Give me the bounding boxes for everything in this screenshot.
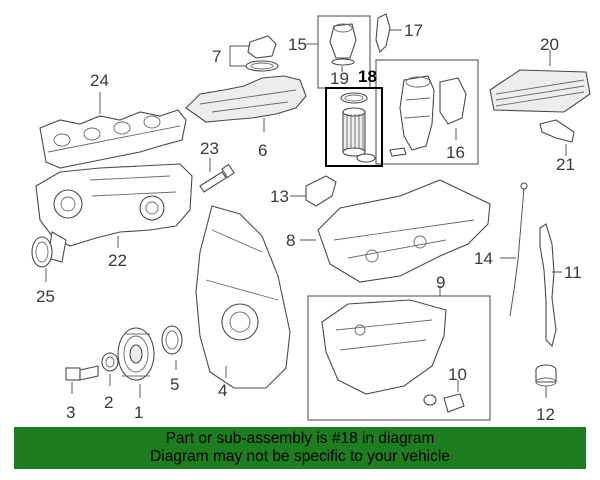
part-21-cooler-gasket[interactable]	[539, 119, 575, 143]
callout-9: 9	[436, 273, 445, 292]
callout-10: 10	[448, 365, 467, 384]
box-part-16	[375, 59, 479, 165]
callout-12: 12	[536, 405, 555, 424]
callout-5: 5	[170, 375, 179, 394]
callout-14: 14	[474, 249, 493, 268]
box-part-9	[307, 295, 491, 421]
part-22-engine-block-front[interactable]	[35, 163, 193, 263]
callout-20: 20	[540, 35, 559, 54]
callout-1: 1	[134, 403, 143, 422]
banner-line-1: Part or sub-assembly is #18 in diagram	[165, 430, 435, 447]
callout-2: 2	[104, 393, 113, 412]
callout-6: 6	[258, 141, 267, 160]
callout-19: 19	[330, 69, 349, 88]
part-11-dipstick[interactable]	[539, 223, 557, 348]
part-23-bolt[interactable]	[199, 163, 235, 193]
part-16-oil-filter-housing[interactable]	[389, 75, 467, 157]
callout-21: 21	[556, 155, 575, 174]
leader-7	[229, 45, 250, 67]
part-6-intake-cover[interactable]	[185, 75, 307, 123]
callout-22: 22	[108, 251, 127, 270]
part-10-drain-plug-washer[interactable]	[423, 393, 465, 413]
callout-13: 13	[270, 187, 289, 206]
part-19-housing-cap[interactable]	[329, 23, 357, 66]
part-7-cap-and-gasket[interactable]	[245, 35, 279, 72]
callout-15: 15	[288, 35, 307, 54]
part-4-timing-cover[interactable]	[195, 205, 291, 389]
part-2-washer[interactable]	[101, 352, 119, 372]
callout-3: 3	[66, 403, 75, 422]
part-13-bracket[interactable]	[305, 175, 337, 207]
callout-7: 7	[212, 47, 221, 66]
part-24-intake-manifold[interactable]	[39, 109, 187, 169]
part-1-crank-pulley[interactable]	[117, 327, 155, 381]
callout-16: 16	[446, 143, 465, 162]
banner-line-2: Diagram may not be specific to your vehi…	[150, 448, 450, 465]
part-3-pulley-bolt[interactable]	[65, 365, 99, 381]
callout-8: 8	[286, 231, 295, 250]
box-part-18-highlight	[325, 87, 383, 167]
callout-23: 23	[200, 139, 219, 158]
part-17-bracket[interactable]	[375, 13, 391, 54]
part-12-drain-plug[interactable]	[535, 364, 557, 387]
part-20-oil-cooler[interactable]	[489, 69, 591, 113]
part-14-dipstick-tube[interactable]	[509, 182, 528, 317]
part-8-upper-oil-pan[interactable]	[317, 179, 491, 283]
callout-11: 11	[564, 263, 582, 282]
part-5-front-seal[interactable]	[161, 325, 183, 355]
part-18-oil-filter[interactable]	[340, 92, 376, 163]
part-25-seal-ring[interactable]	[31, 236, 53, 268]
callout-24: 24	[90, 71, 109, 90]
callout-25: 25	[36, 287, 55, 306]
callout-18: 18	[358, 67, 377, 86]
callout-4: 4	[218, 381, 227, 400]
info-banner: Part or sub-assembly is #18 in diagram D…	[14, 427, 586, 469]
callout-17: 17	[404, 21, 423, 40]
part-9-lower-oil-pan[interactable]	[321, 299, 447, 395]
exploded-parts-diagram: 24 22 25 7 6 23	[31, 13, 591, 424]
